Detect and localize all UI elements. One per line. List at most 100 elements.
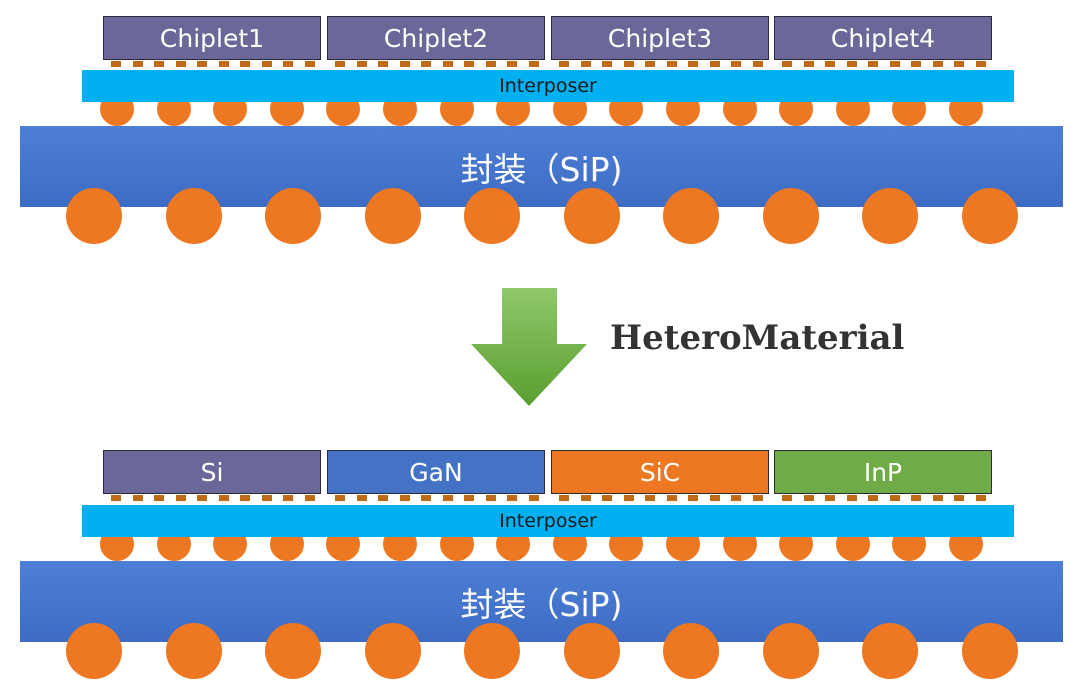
package-ball [165,188,222,244]
micro-bump [261,495,272,501]
package-ball [364,623,421,679]
micro-bump [218,61,229,67]
micro-bump [731,495,741,501]
chiplet-3: Chiplet3 [551,16,769,60]
micro-bump [932,61,943,67]
micro-bump [485,61,496,67]
chiplet-label: Chiplet2 [383,23,489,53]
package-label: 封装（SiP) [460,584,623,624]
micro-bump [111,495,121,501]
chiplet-label: Chiplet4 [830,23,936,53]
chiplet-si: Si [103,450,321,494]
micro-bump [782,495,792,501]
micro-bump [507,495,517,501]
micro-bump [666,495,677,501]
chiplet-label: Si [200,457,224,487]
chiplet-gan: GaN [327,450,545,494]
chiplet-label: Chiplet3 [607,23,713,53]
package-ball [961,188,1018,244]
chiplet-1: Chiplet1 [103,16,321,60]
micro-bump [132,495,143,501]
micro-bump [356,61,367,67]
micro-bump [154,61,164,67]
micro-bump [356,495,367,501]
micro-bump [911,495,921,501]
package-ball [66,623,122,679]
micro-bump [602,61,612,67]
micro-bump [645,495,655,501]
micro-bump [335,495,345,501]
micro-bump [175,495,186,501]
micro-bump [752,495,763,501]
package-ball [265,623,321,679]
micro-bump [975,495,986,501]
micro-bump [580,61,591,67]
package-label: 封装（SiP) [460,149,623,189]
micro-bump [709,61,720,67]
micro-bump [803,61,814,67]
micro-bump [240,61,250,67]
chiplet-sic: SiC [551,450,769,494]
chiplet-label: Chiplet1 [159,23,265,53]
micro-bump [175,61,186,67]
package-ball [563,188,620,244]
arrow-label: HeteroMaterial [610,318,905,358]
micro-bump [782,61,792,67]
micro-bump [825,495,835,501]
package-ball [265,188,321,244]
micro-bump [645,61,655,67]
package-ball [663,188,719,244]
package-ball [464,188,520,244]
interposer-label: Interposer [499,75,597,97]
micro-bump [442,495,453,501]
micro-bump [846,495,857,501]
micro-bump [731,61,741,67]
chiplet-inp: InP [774,450,992,494]
chiplet-4: Chiplet4 [774,16,992,60]
micro-bump [623,61,634,67]
package-ball [563,623,620,679]
micro-bump [378,61,388,67]
micro-bump [507,61,517,67]
package-ball [464,623,520,679]
micro-bump [752,61,763,67]
micro-bump [197,495,207,501]
micro-bump [868,495,878,501]
micro-bump [132,61,143,67]
package-ball [66,188,122,244]
package-ball [961,623,1018,679]
micro-bump [218,495,229,501]
package-ball [862,188,918,244]
micro-bump [975,61,986,67]
micro-bump [954,495,964,501]
micro-bump [709,495,720,501]
micro-bump [868,61,878,67]
package-ball [165,623,222,679]
micro-bump [688,495,698,501]
micro-bump [559,495,569,501]
interposer-label: Interposer [499,510,597,532]
micro-bump [623,495,634,501]
chiplet-label: GaN [409,457,463,487]
micro-bump [688,61,698,67]
micro-bump [825,61,835,67]
chiplet-label: SiC [639,457,681,487]
micro-bump [803,495,814,501]
micro-bump [421,61,431,67]
micro-bump [378,495,388,501]
package-ball [862,623,918,679]
micro-bump [911,61,921,67]
micro-bump [261,61,272,67]
micro-bump [559,61,569,67]
micro-bump [464,61,474,67]
package-ball [663,623,719,679]
micro-bump [111,61,121,67]
micro-bump [932,495,943,501]
micro-bump [954,61,964,67]
micro-bump [335,61,345,67]
micro-bump [197,61,207,67]
micro-bump [846,61,857,67]
interposer: Interposer [82,505,1014,537]
